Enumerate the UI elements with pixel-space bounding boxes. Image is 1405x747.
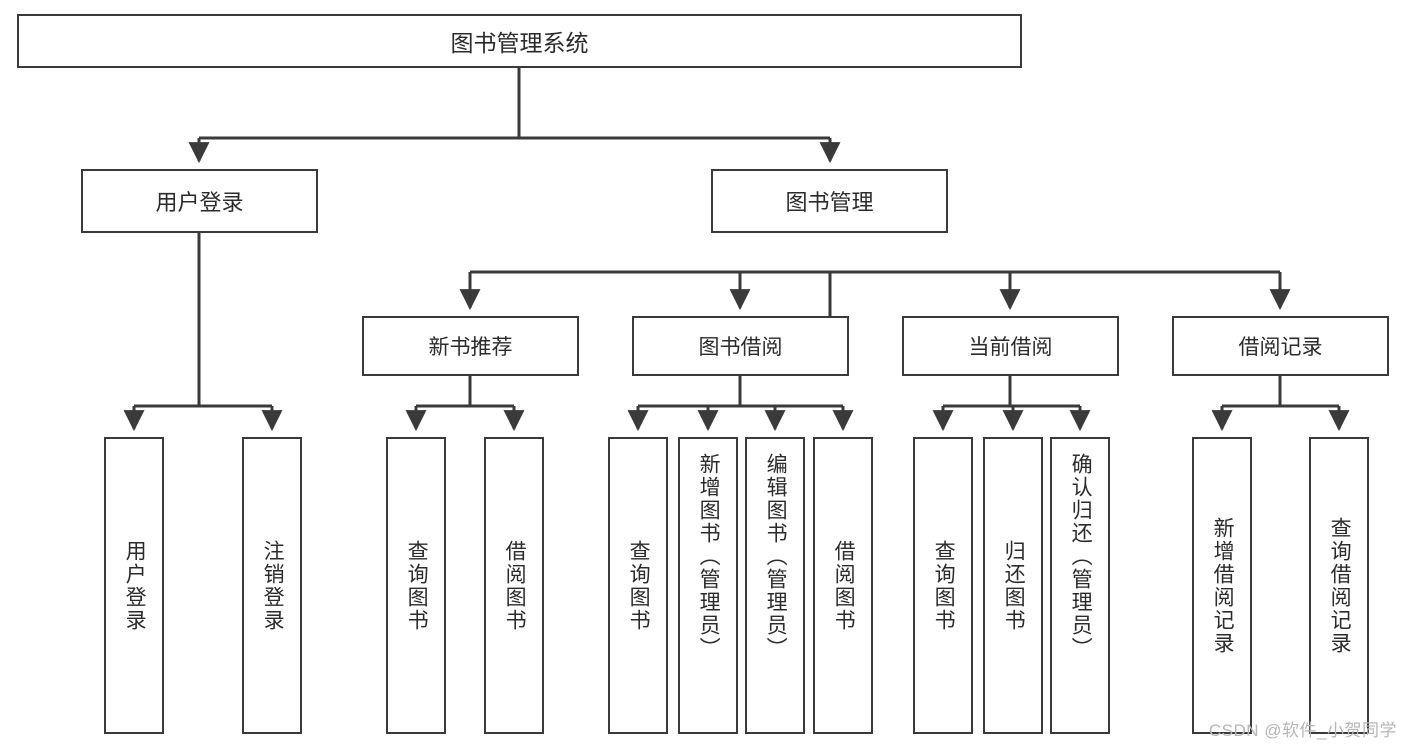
leaf-label: 查询图书 [932, 539, 956, 632]
node-borrow-record[interactable]: 借阅记录 [1172, 316, 1389, 376]
leaf-label: 新增图书（管理员） [697, 453, 721, 660]
node-label: 借阅记录 [1238, 336, 1323, 359]
leaf-add-borrow-record[interactable]: 新增借阅记录 [1192, 437, 1252, 734]
node-label: 图书借阅 [698, 336, 783, 359]
watermark-text: CSDN @软件_小贺同学 [1208, 721, 1397, 740]
node-book-management-system[interactable]: 图书管理系统 [17, 14, 1022, 68]
leaf-edit-book-admin[interactable]: 编辑图书（管理员） [745, 437, 805, 734]
leaf-label: 借阅图书 [503, 539, 527, 632]
leaf-label: 新增借阅记录 [1211, 516, 1235, 655]
leaf-add-book-admin[interactable]: 新增图书（管理员） [678, 437, 738, 734]
leaf-label: 注销登录 [261, 539, 285, 632]
leaf-query-book-borrow[interactable]: 查询图书 [608, 437, 668, 734]
node-book-borrow[interactable]: 图书借阅 [632, 316, 849, 376]
leaf-label: 用户登录 [123, 539, 147, 632]
leaf-label: 查询借阅记录 [1328, 516, 1352, 655]
leaf-label: 查询图书 [405, 539, 429, 632]
leaf-query-book-newbook[interactable]: 查询图书 [386, 437, 446, 734]
leaf-label: 归还图书 [1002, 539, 1026, 632]
leaf-query-book-current[interactable]: 查询图书 [913, 437, 973, 734]
leaf-label: 查询图书 [627, 539, 651, 632]
leaf-borrow-book-newbook[interactable]: 借阅图书 [484, 437, 544, 734]
leaf-label: 借阅图书 [832, 539, 856, 632]
leaf-logout-login[interactable]: 注销登录 [242, 437, 302, 734]
node-user-login[interactable]: 用户登录 [81, 169, 318, 233]
leaf-return-book[interactable]: 归还图书 [983, 437, 1043, 734]
leaf-label: 确认归还（管理员） [1069, 453, 1093, 660]
leaf-label: 编辑图书（管理员） [764, 453, 788, 660]
node-new-book-recommendation[interactable]: 新书推荐 [362, 316, 579, 376]
node-label: 当前借阅 [968, 336, 1053, 359]
node-current-borrow[interactable]: 当前借阅 [902, 316, 1119, 376]
leaf-confirm-return-admin[interactable]: 确认归还（管理员） [1050, 437, 1110, 734]
node-label: 用户登录 [155, 190, 244, 215]
leaf-query-borrow-record[interactable]: 查询借阅记录 [1309, 437, 1369, 734]
leaf-user-login[interactable]: 用户登录 [104, 437, 164, 734]
node-label: 新书推荐 [428, 336, 513, 359]
node-label: 图书管理系统 [450, 30, 589, 56]
node-label: 图书管理 [785, 190, 874, 215]
node-book-management[interactable]: 图书管理 [711, 169, 948, 233]
leaf-borrow-book[interactable]: 借阅图书 [813, 437, 873, 734]
